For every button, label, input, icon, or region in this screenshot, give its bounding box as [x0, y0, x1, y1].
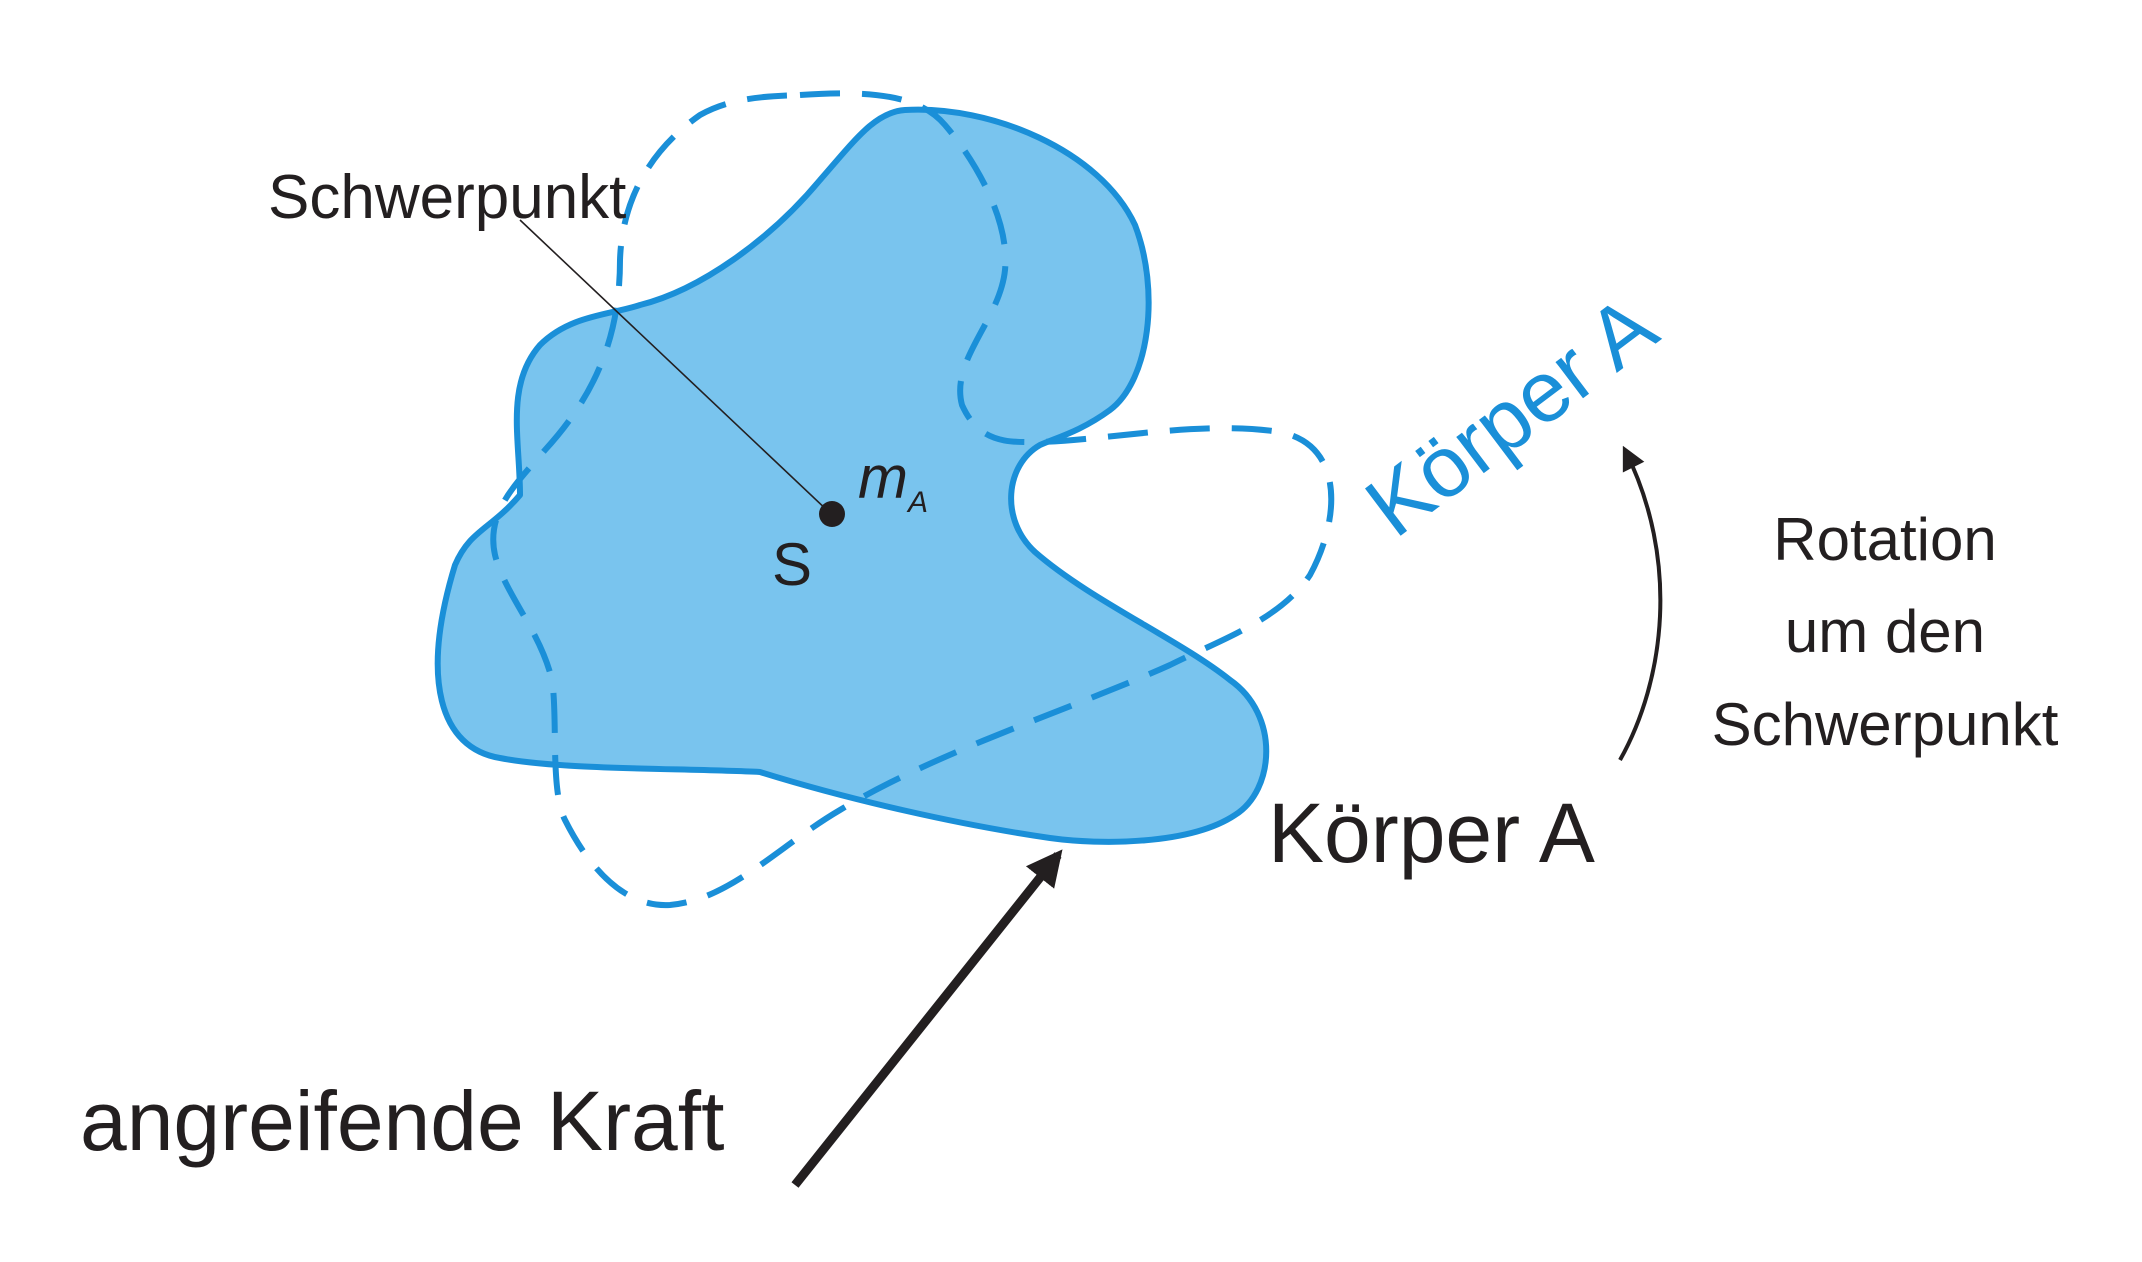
schwerpunkt-label: Schwerpunkt [268, 163, 626, 232]
mass-label: mA [858, 444, 928, 519]
center-of-mass-dot [819, 501, 845, 527]
body-label-rotated: Körper A [1349, 277, 1675, 555]
schwerpunkt-leader-line [519, 219, 831, 514]
rotation-label-line3: Schwerpunkt [1712, 691, 2059, 758]
mass-symbol: m [858, 444, 908, 511]
rotation-label-line2: um den [1785, 598, 1985, 665]
body-label: Körper A [1268, 786, 1595, 880]
rotation-label-line1: Rotation [1773, 506, 1996, 573]
s-point-label: S [772, 531, 812, 598]
rotation-arrow [1618, 445, 1663, 761]
force-label: angreifende Kraft [80, 1074, 724, 1168]
force-arrow [791, 849, 1063, 1188]
body-shape-rotated-dashed [490, 90, 1335, 909]
body-shape-solid [434, 106, 1270, 845]
mass-subscript: A [906, 486, 928, 519]
